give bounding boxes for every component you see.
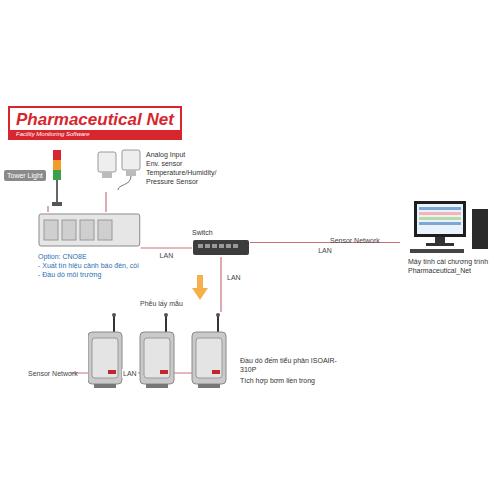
diagram-node: Pharmaceutical NetFacility Monitoring So… [8,106,182,140]
tower-light [50,150,64,206]
edge-label: LAN [158,251,176,260]
node-text: Facility Monitoring Software [10,130,180,138]
node-text: Temperature/Humidity/ Pressure Sensor [146,168,208,186]
node-text: Switch [192,228,250,237]
arrow-head [192,288,208,300]
diagram-node: Option: CNO8E- Xuất tín hiệu cảnh báo đè… [38,212,141,279]
node-text: Pharmaceutical Net [10,110,180,130]
lan-connector [220,257,221,312]
note-label: LAN [122,369,138,378]
particle-counter [88,313,122,388]
arrow-shaft [197,275,203,289]
lan-connector [47,206,48,212]
diagram-node: Máy tính cài chương trình Pharmaceutical… [400,195,496,275]
diagram-node: Tower Light [4,150,66,206]
computer [400,195,496,255]
lan-connector [105,192,106,212]
note-label: Sensor Network [28,369,78,378]
node-text: - Xuất tín hiệu cảnh báo đèn, còi [38,261,139,270]
particle-counter [192,313,226,388]
node-text: Tower Light [4,170,46,181]
network-switch [192,239,250,257]
edge-label: LAN [225,273,243,282]
diagram-node: Đầu dò đếm tiểu phân ISOAIR-310PTích hợp… [88,312,350,394]
env-sensors [96,148,144,192]
sampling-arrow [192,275,208,300]
particle-counter [140,313,174,388]
diagram-node: Analog InputEnv. sensorTemperature/Humid… [96,148,208,192]
particle-counters [88,312,234,392]
edge-label: LAN [316,246,334,255]
node-text: Analog Input [146,150,208,159]
node-text: Tích hợp bơm liền trong [240,374,350,385]
note-label: Phễu lấy mẫu [140,299,183,308]
lan-connector [141,247,192,248]
node-text: Env. sensor [146,159,208,168]
node-text: Option: CNO8E [38,252,139,261]
node-text: - Đầu dò môi trường [38,270,139,279]
diagram-node: Switch [192,228,250,257]
note-label: Sensor Network [330,236,380,245]
node-text: Máy tính cài chương trình Pharmaceutical… [408,257,496,275]
node-text: Đầu dò đếm tiểu phân ISOAIR-310P [240,356,350,374]
controller [38,212,141,248]
